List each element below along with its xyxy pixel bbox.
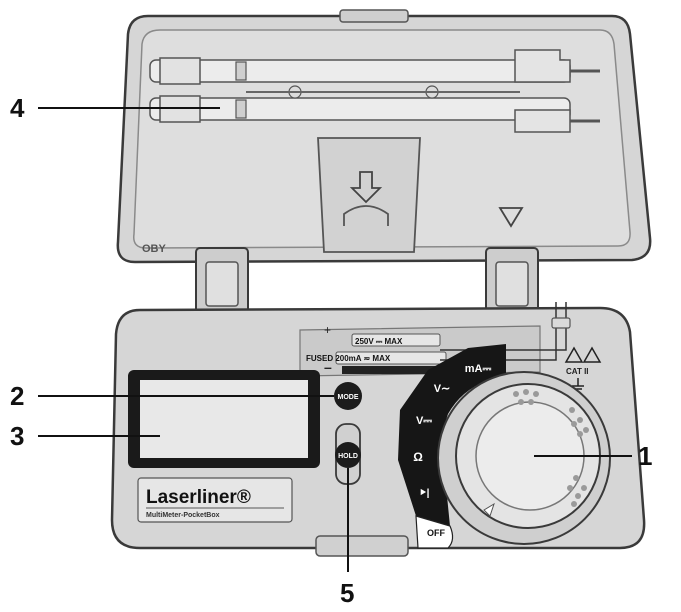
dial-label-vdc: V⎓	[416, 415, 432, 427]
cat-label: CAT II	[566, 367, 589, 376]
triangle-down-icon	[498, 207, 524, 228]
dial-label-diode: ⯈|	[419, 488, 430, 499]
callout-2: 2	[10, 381, 25, 411]
lid-hinge-text: OBY	[142, 243, 167, 255]
hold-button-label: HOLD	[338, 453, 358, 460]
lead-holder-clip	[317, 137, 421, 253]
dial-label-ma: mA⎓	[465, 363, 492, 375]
warning-triangle-icon	[582, 346, 602, 363]
product-name: MultiMeter-PocketBox	[146, 512, 220, 519]
callout-4: 4	[10, 93, 25, 123]
callout-3: 3	[10, 421, 25, 451]
plus-sign: +	[324, 323, 331, 337]
dial-label-off: OFF	[427, 528, 445, 538]
minus-sign: –	[324, 359, 332, 375]
brand: Laserliner® MultiMeter-PocketBox	[137, 477, 293, 523]
pointer-icon	[483, 502, 495, 517]
callout-1: 1	[638, 441, 653, 471]
mode-button[interactable]: MODE	[334, 382, 362, 410]
mode-button-label: MODE	[338, 394, 359, 401]
hinges	[195, 247, 539, 325]
case-lid: OBY	[116, 9, 652, 264]
hold-button[interactable]: HOLD	[335, 423, 361, 485]
callout-leaders	[38, 107, 632, 572]
voltage-rating: 250V ⎓ MAX	[355, 337, 403, 346]
function-band	[398, 344, 506, 526]
brand-logo: Laserliner®	[146, 487, 251, 508]
case-base: + – 250V ⎓ MAX FUSED 200mA ≂ MAX CAT II	[110, 302, 646, 557]
fuse-rating: FUSED 200mA ≂ MAX	[306, 354, 391, 363]
warning-triangle-icon	[564, 346, 584, 363]
callout-5: 5	[340, 578, 355, 608]
test-leads	[149, 49, 600, 133]
rotary-dial[interactable]: mA⎓ V∼ V⎓ Ω ⯈| OFF	[398, 344, 611, 549]
arrow-down-icon	[349, 171, 383, 204]
dial-label-ohm: Ω	[413, 450, 423, 464]
dial-label-vac: V∼	[434, 383, 451, 395]
lcd-display	[128, 370, 320, 468]
